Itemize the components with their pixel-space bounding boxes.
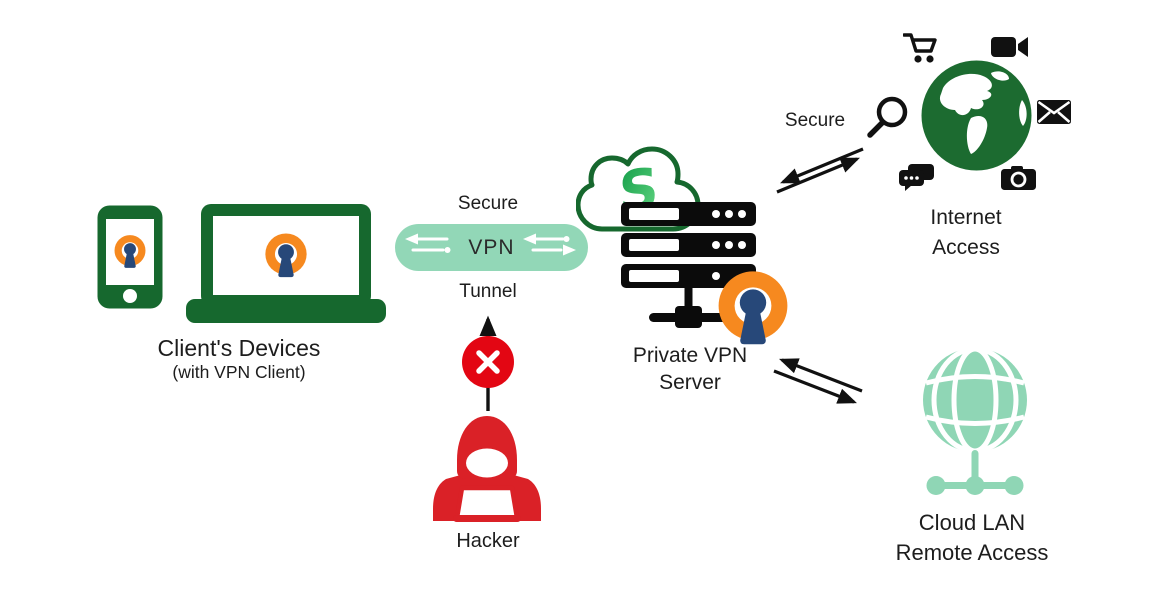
hacker-icon [433, 416, 541, 522]
client-devices-subtitle: (with VPN Client) [172, 362, 306, 382]
laptop-icon [186, 204, 386, 323]
search-icon [867, 96, 908, 138]
hacker-label: Hacker [456, 530, 520, 552]
shopping-cart-icon [903, 33, 937, 63]
secure-link-label: Secure [784, 110, 846, 131]
server-title-line1: Private VPN [632, 344, 748, 367]
blocked-attack-arrow [462, 315, 514, 411]
cloud-lan-title-line2: Remote Access [895, 540, 1049, 565]
wireframe-globe-icon [923, 346, 1027, 495]
openvpn-logo [718, 271, 788, 349]
lan-nodes-icon [926, 450, 1024, 495]
tunnel-label-tunnel: Tunnel [459, 281, 517, 302]
internet-title-line1: Internet [930, 206, 1002, 229]
vpn-tunnel-pill: VPN [395, 224, 588, 271]
double-arrow-server-internet [776, 147, 864, 194]
cloud-lan-title-line1: Cloud LAN [918, 510, 1026, 535]
double-arrow-server-lan [773, 358, 863, 404]
chat-icon [899, 164, 934, 191]
server-rack-icon [621, 202, 756, 328]
vpn-pill-text: VPN [468, 235, 515, 259]
earth-globe-icon [921, 60, 1032, 171]
mail-icon [1037, 100, 1071, 124]
transfer-arrows-icon [405, 233, 576, 256]
internet-title-line2: Access [932, 236, 1000, 259]
client-devices-title: Client's Devices [157, 335, 321, 361]
tunnel-label-secure: Secure [457, 193, 519, 214]
video-camera-icon [991, 37, 1028, 57]
camera-icon [1001, 166, 1036, 190]
smartphone-icon [97, 205, 163, 309]
server-title-line2: Server [659, 371, 721, 394]
